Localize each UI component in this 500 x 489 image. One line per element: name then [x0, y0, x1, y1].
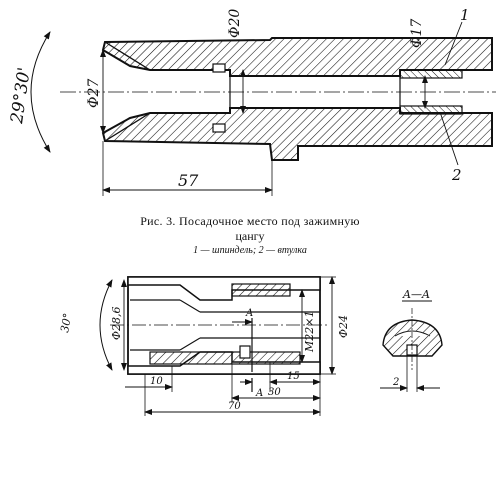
angle-arc-2 — [99, 279, 113, 371]
dia-label-27: Φ27 — [86, 79, 102, 108]
dia-label-20: Φ20 — [227, 9, 243, 38]
callout-1: 1 — [460, 6, 470, 24]
angle-label-1: 29°30' — [7, 66, 35, 126]
dia-label-28-6: Φ28,6 — [110, 306, 123, 340]
section-a-a: A—A 2 — [380, 288, 443, 392]
spindle-lower-wall — [101, 107, 493, 161]
dim-label-10: 10 — [150, 376, 163, 387]
section-dim-2: 2 — [392, 377, 399, 388]
figure-1-spindle-section: 29°30' Φ27 Φ20 Φ17 57 1 2 — [7, 6, 496, 196]
angle-arc-1 — [30, 31, 51, 153]
dim-label-70: 70 — [228, 401, 241, 412]
length-label-57: 57 — [178, 171, 199, 190]
bush-lower — [399, 105, 463, 115]
caption-line-2: цангу — [235, 229, 265, 243]
callout-2: 2 — [451, 166, 462, 184]
dia-label-24: Φ24 — [337, 315, 350, 338]
dia-label-17: Φ17 — [409, 19, 425, 48]
thread-label-m22: M22×1 — [303, 311, 316, 353]
figure-2-spindle-section: 30° Φ28,6 M22×1 Φ24 A A 10 15 30 70 — [58, 276, 350, 416]
angle-label-2: 30° — [58, 312, 74, 333]
section-a-a-shape — [382, 319, 443, 357]
caption: Рис. 3. Посадочное место под зажимную ца… — [0, 214, 500, 256]
caption-legend: 1 — шпиндель; 2 — втулка — [193, 245, 307, 256]
section-a-a-title: A—A — [402, 288, 430, 301]
dim-label-30: 30 — [268, 387, 281, 398]
section-mark-a-lower: A — [255, 388, 263, 399]
section-mark-a-upper: A — [245, 308, 253, 319]
dim-label-15: 15 — [287, 371, 300, 382]
caption-line-1: Рис. 3. Посадочное место под зажимную — [140, 214, 360, 228]
bush-upper — [399, 69, 463, 79]
spindle-2-upper-wall — [127, 276, 321, 301]
